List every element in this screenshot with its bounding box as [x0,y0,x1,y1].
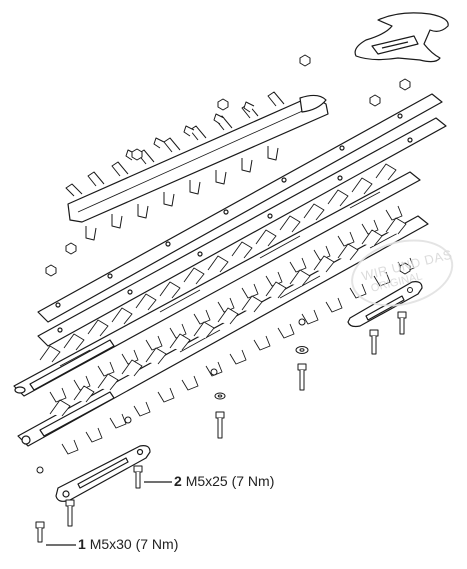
spacers [36,287,413,474]
hex-nuts [45,54,411,277]
callout-label-1: 1 M5x30 (7 Nm) [78,536,178,552]
callout-text-1: M5x30 (7 Nm) [89,536,179,552]
guide-rail-upper [37,93,443,323]
clamping-plate-right [347,281,423,328]
cutting-blade-lower [17,215,429,455]
callout-label-2: 2 M5x25 (7 Nm) [174,473,274,489]
washers [214,346,309,400]
callout-number-2: 2 [174,473,182,489]
blade-drive-housing [65,91,329,241]
bolts [35,311,407,543]
guide-rail-lower [37,117,447,347]
callout-number-1: 1 [78,536,86,552]
clamping-plate-lower [55,445,151,502]
callout-text-2: M5x25 (7 Nm) [185,473,275,489]
cutting-blade-upper [13,163,421,403]
blade-guard [354,12,449,63]
callout-lines [46,481,172,546]
